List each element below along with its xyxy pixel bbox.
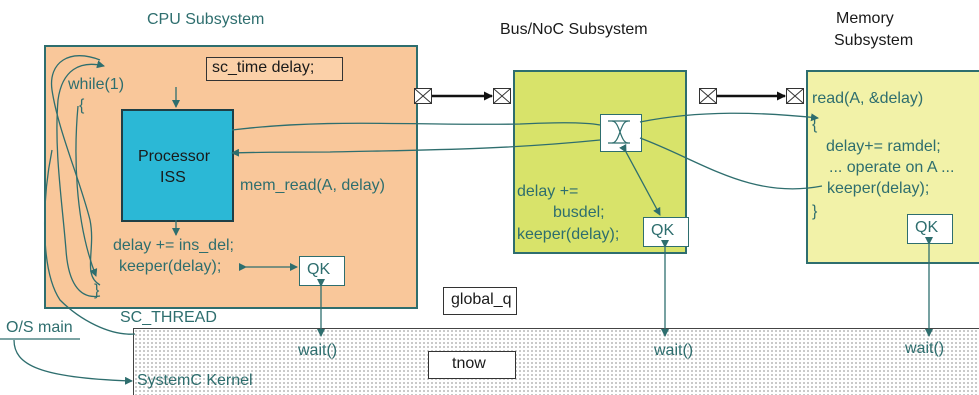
while-loop: while(1) <box>68 76 125 93</box>
memory-read-signature: read(A, &delay) <box>812 90 924 107</box>
memory-close-brace: } <box>812 203 818 220</box>
global-q-label: global_q <box>451 291 512 308</box>
memory-qk-label: QK <box>915 219 939 236</box>
memory-operate-line: ... operate on A ... <box>829 159 955 176</box>
os-main-label: O/S main <box>6 319 73 336</box>
processor-iss-box <box>121 109 234 222</box>
bus-keeper-call: keeper(delay); <box>517 226 620 243</box>
cpu-wait-call: wait() <box>298 342 338 359</box>
tnow-label: tnow <box>452 355 486 372</box>
mem-read-call: mem_read(A, delay) <box>240 177 385 194</box>
memory-delay-ramdel: delay+= ramdel; <box>826 138 941 155</box>
delay-declaration-box <box>206 57 343 81</box>
delay-declaration: sc_time delay; <box>212 59 315 76</box>
memory-subsystem-title-line1: Memory <box>836 10 894 27</box>
cpu-subsystem-title: CPU Subsystem <box>147 11 265 28</box>
bus-subsystem-title: Bus/NoC Subsystem <box>500 21 648 38</box>
systemc-kernel-region <box>133 328 979 395</box>
memory-open-brace: { <box>812 116 818 133</box>
tnow-box <box>428 351 516 379</box>
sc-thread-label: SC_THREAD <box>120 309 217 326</box>
memory-wait-call: wait() <box>905 340 945 357</box>
processor-iss-label-line1: Processor <box>138 148 211 165</box>
cpu-keeper-call: keeper(delay); <box>119 258 222 275</box>
global-q-box <box>443 287 517 315</box>
bus-delay-line1: delay += <box>517 183 579 200</box>
bus-qk-label: QK <box>651 222 675 239</box>
while-open-brace: { <box>79 97 85 114</box>
bus-delay-line2: busdel; <box>553 204 605 221</box>
while-close-brace: } <box>94 282 100 299</box>
processor-iss-label-line2: ISS <box>160 169 186 186</box>
delay-ins-del: delay += ins_del; <box>113 237 234 254</box>
systemc-kernel-label: SystemC Kernel <box>137 372 253 389</box>
memory-keeper-call: keeper(delay); <box>827 180 930 197</box>
cpu-qk-label: QK <box>307 261 331 278</box>
memory-subsystem-title-line2: Subsystem <box>834 32 914 49</box>
bus-wait-call: wait() <box>654 342 694 359</box>
